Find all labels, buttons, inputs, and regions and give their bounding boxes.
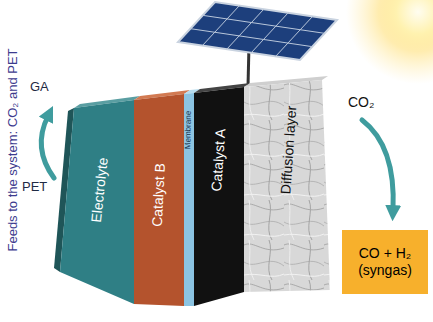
layer-face: [60, 100, 134, 304]
electrolyte-layer: Electrolyte: [60, 100, 134, 304]
product-box: CO + H₂ (syngas): [342, 230, 428, 294]
side-caption: Feeds to the system: CO₂ and PET: [6, 48, 21, 251]
layer-face: [194, 87, 244, 306]
panel-frame: [178, 2, 337, 60]
catalyst-layer: Catalyst B: [134, 94, 184, 306]
product-label: CO + H₂ (syngas): [348, 245, 422, 279]
layer-face: [134, 94, 184, 306]
feed-label: CO₂: [348, 94, 374, 110]
sun: [346, 0, 433, 84]
layer-face: [244, 80, 330, 292]
solar-panel: [178, 2, 337, 60]
catalyst-layer: Catalyst A: [194, 87, 244, 306]
layer-face: [184, 93, 194, 306]
panel-grid: [178, 2, 337, 60]
membrane-layer: Membrane: [184, 93, 194, 306]
feed-arrow: [41, 116, 54, 178]
feed-label: PET: [22, 180, 47, 195]
layer-label: Membrane: [184, 111, 193, 149]
layer-shape: [194, 87, 244, 306]
diffusion-layer: Diffusion layer: [244, 80, 330, 292]
feed-label: GA: [30, 80, 49, 95]
product-arrow: [362, 120, 393, 210]
